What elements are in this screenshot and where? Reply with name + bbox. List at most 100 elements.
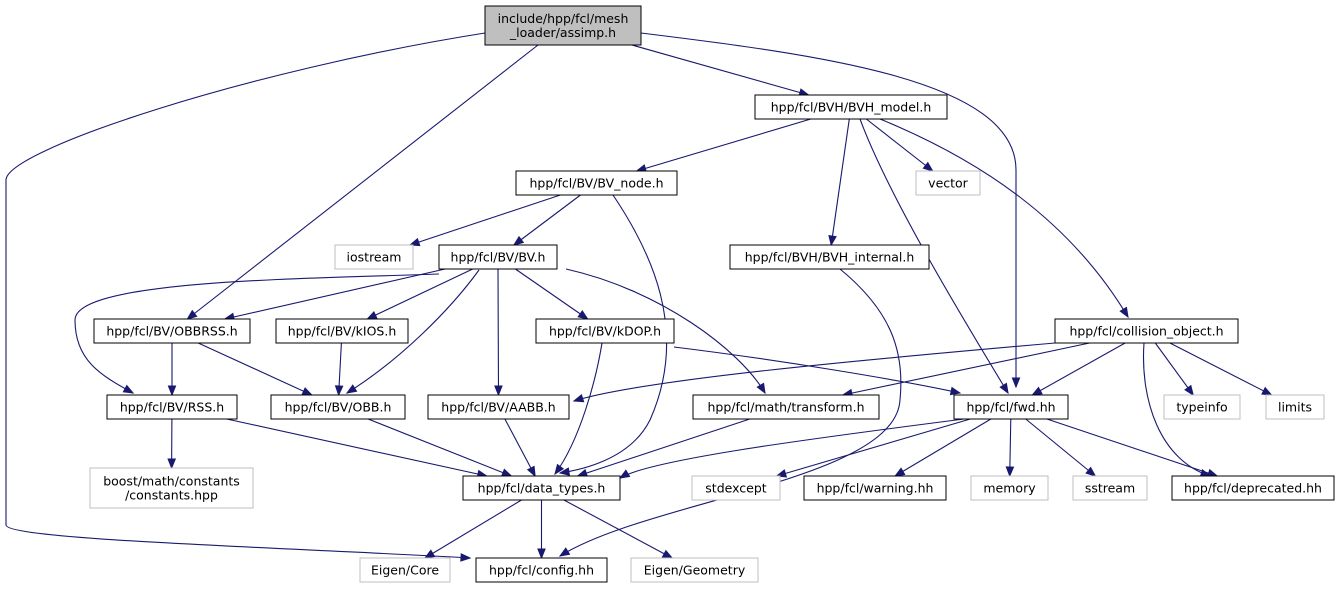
node-memory: memory (970, 475, 1049, 501)
arrowhead-icon (1119, 306, 1129, 319)
edge-line (5, 32, 486, 559)
node-label: hpp/fcl/BV/kDOP.h (549, 324, 661, 339)
edge-fwd-to-sstream (1025, 418, 1097, 477)
node-box (754, 94, 948, 120)
node-obb[interactable]: hpp/fcl/BV/OBB.h (270, 394, 406, 420)
arrowhead-icon (558, 547, 571, 557)
node-box (729, 244, 930, 270)
edge-line (367, 418, 512, 477)
arrowhead-icon (122, 384, 135, 394)
node-bv[interactable]: hpp/fcl/BV/BV.h (438, 244, 558, 270)
node-fwd[interactable]: hpp/fcl/fwd.hh (953, 394, 1069, 420)
node-label: hpp/fcl/config.hh (489, 563, 594, 578)
arrowhead-icon (775, 469, 788, 478)
node-box (484, 5, 642, 46)
arrowhead-icon (500, 468, 513, 477)
node-deprecated[interactable]: hpp/fcl/deprecated.hh (1171, 475, 1335, 501)
node-box (89, 467, 254, 509)
node-bv-node[interactable]: hpp/fcl/BV/BV_node.h (515, 170, 678, 196)
node-obbrss[interactable]: hpp/fcl/BV/OBBRSS.h (93, 318, 251, 344)
node-box (515, 170, 678, 196)
node-limits: limits (1265, 394, 1325, 420)
node-eigen-core: Eigen/Core (359, 557, 451, 583)
node-box (691, 475, 781, 501)
edge-bv-to-kdop (515, 268, 589, 320)
node-transform[interactable]: hpp/fcl/math/transform.h (692, 394, 880, 420)
edge-fwd-to-data_types (618, 418, 965, 479)
node-box (93, 318, 251, 344)
node-kios[interactable]: hpp/fcl/BV/kIOS.h (275, 318, 409, 344)
node-label: sstream (1085, 481, 1135, 496)
edge-line (187, 44, 539, 320)
node-label: vector (928, 176, 969, 191)
edge-line (74, 273, 440, 394)
edge-line (1009, 418, 1012, 477)
edge-assimp-to-obbrss (186, 44, 539, 320)
edge-line (619, 418, 965, 479)
edge-kios-to-obb (334, 342, 344, 397)
edge-line (563, 499, 673, 559)
edge-fwd-to-memory (1005, 418, 1015, 478)
edge-line (554, 342, 603, 475)
arrowhead-icon (1085, 466, 1097, 477)
arrowhead-icon (828, 234, 837, 247)
node-label: hpp/fcl/BV/kIOS.h (288, 324, 397, 339)
edge-line (504, 418, 536, 477)
header-nodes: include/hpp/fcl/mesh_loader/assimp.h hpp/… (89, 5, 1335, 583)
node-rss[interactable]: hpp/fcl/BV/RSS.h (106, 394, 238, 420)
node-box (1171, 475, 1335, 501)
edge-obbrss-to-rss (167, 343, 177, 397)
node-aabb[interactable]: hpp/fcl/BV/AABB.h (427, 394, 570, 420)
edge-line (631, 44, 809, 96)
arrowhead-icon (572, 393, 585, 403)
edge-line (367, 268, 473, 320)
edge-line (879, 118, 1129, 318)
edge-data_types-to-config (537, 500, 546, 560)
arrowhead-icon (512, 235, 525, 246)
node-label: hpp/fcl/BV/OBBRSS.h (106, 324, 237, 339)
node-box (692, 394, 880, 420)
node-eigen-geometry: Eigen/Geometry (630, 557, 759, 583)
edge-line (1025, 418, 1096, 477)
arrowhead-icon (922, 161, 934, 172)
node-label: stdexcept (705, 481, 766, 496)
node-kdop[interactable]: hpp/fcl/BV/kDOP.h (535, 318, 675, 344)
node-vector: vector (915, 170, 981, 196)
arrowhead-icon (618, 469, 631, 479)
edge-line (673, 346, 961, 394)
node-box (438, 244, 558, 270)
node-box (270, 394, 406, 420)
node-data-types[interactable]: hpp/fcl/data_types.h (462, 475, 621, 501)
node-label: hpp/fcl/fwd.hh (966, 400, 1055, 415)
node-warning[interactable]: hpp/fcl/warning.hh (803, 475, 947, 501)
node-bvh-model[interactable]: hpp/fcl/BVH/BVH_model.h (754, 94, 948, 120)
node-label: hpp/fcl/BV/BV_node.h (530, 176, 664, 191)
edge-bv_node-to-iostream (408, 194, 561, 247)
arrowhead-icon (537, 548, 546, 560)
node-config[interactable]: hpp/fcl/config.hh (475, 557, 608, 583)
edge-line (559, 194, 668, 474)
edge-transform-to-data_types (576, 418, 750, 478)
node-box (1163, 394, 1241, 420)
edge-collision_object-to-aabb (572, 342, 1056, 403)
edge-bvh_model-to-bvh_internal (828, 118, 850, 247)
edge-rss-to-boost_constants (167, 418, 177, 470)
edge-data_types-to-eigen_core (423, 499, 522, 559)
node-label: hpp/fcl/BV/OBB.h (285, 400, 392, 415)
edge-line (830, 118, 850, 246)
edge-line (573, 342, 1056, 402)
edge-line (513, 194, 581, 246)
node-bvh-internal[interactable]: hpp/fcl/BVH/BVH_internal.h (729, 244, 930, 270)
edge-line (197, 342, 313, 396)
edge-fwd-to-deprecated (1046, 418, 1219, 478)
arrowhead-icon (423, 549, 436, 559)
node-label: limits (1278, 400, 1312, 415)
node-box (630, 557, 759, 583)
arrowhead-icon (334, 385, 344, 397)
node-collision-object[interactable]: hpp/fcl/collision_object.h (1054, 318, 1239, 344)
arrowhead-icon (893, 467, 906, 477)
node-label: hpp/fcl/data_types.h (478, 481, 606, 496)
node-assimp[interactable]: include/hpp/fcl/mesh_loader/assimp.h (484, 5, 642, 46)
node-box (1054, 318, 1239, 344)
